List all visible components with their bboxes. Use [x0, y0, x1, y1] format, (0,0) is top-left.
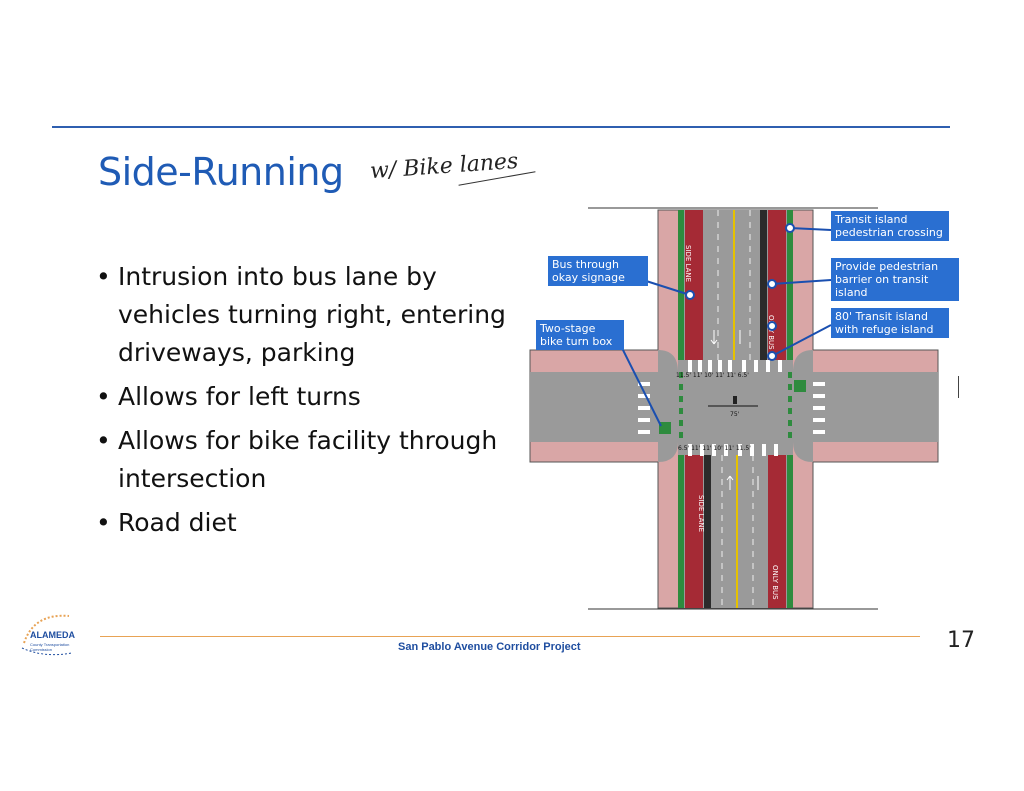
crosswalk-south [688, 444, 778, 456]
logo-wordmark: ALAMEDA [30, 630, 75, 640]
callout-pedestrian-barrier: Provide pedestrian barrier on transit is… [831, 258, 959, 301]
crosswalk-north [688, 360, 782, 372]
lane-widths-top: 11.5' 11' 10' 11' 11' 6.5' [676, 372, 749, 379]
pavement-text-right-bottom: ONLY BUS [771, 565, 779, 600]
intersection-diagram: 75' 11.5' 11' 10' 11' 11' 6.5' 6.5' 11' … [528, 200, 960, 615]
corner-sw [658, 442, 678, 462]
leader-bus-through [642, 279, 691, 296]
pavement-text-right-top: ONLY BUS [767, 315, 775, 350]
bullet-item: Road diet [96, 504, 526, 542]
logo-subtitle: County Transportation Commission [30, 642, 70, 652]
slide-title: Side-Running [98, 150, 344, 194]
lane-widths-bottom: 6.5' 11' 11' 10' 11' 11.5' [678, 445, 751, 452]
alameda-logo-icon [21, 614, 73, 656]
bullet-item: Allows for bike facility through interse… [96, 422, 526, 498]
bus-lane-se [768, 455, 786, 608]
bike-lane-sw [678, 455, 684, 608]
top-rule [52, 126, 950, 128]
signal-head [733, 396, 737, 404]
bullet-item: Intrusion into bus lane by vehicles turn… [96, 258, 526, 372]
callout-dot-3 [767, 279, 777, 289]
callout-two-stage: Two-stage bike turn box [536, 320, 624, 350]
corner-ne [793, 350, 813, 372]
leader-transit-island [771, 324, 832, 357]
bike-box-east [794, 380, 806, 392]
dimension-label: 75' [730, 411, 740, 418]
intersection-svg: 75' 11.5' 11' 10' 11' 11' 6.5' 6.5' 11' … [529, 207, 939, 610]
bus-lane-nw [685, 210, 703, 360]
crosswalk-east [813, 382, 825, 434]
page-number: 17 [947, 628, 975, 653]
turn-arrow-1 [710, 330, 718, 345]
footer-rule [100, 636, 920, 637]
bullet-list: Intrusion into bus lane by vehicles turn… [96, 258, 526, 548]
transit-island-ne [760, 210, 767, 360]
bike-lane-nw [678, 210, 684, 360]
callout-transit-island: 80' Transit island with refuge island [831, 308, 949, 338]
bullet-item: Allows for left turns [96, 378, 526, 416]
pavement-text-left-top: SIDE LANE [684, 245, 692, 282]
callout-transit-crossing: Transit island pedestrian crossing [831, 211, 949, 241]
leader-two-stage [617, 339, 662, 427]
leader-ped-barrier [771, 279, 832, 285]
callout-dot-4 [767, 321, 777, 331]
footer-project-name: San Pablo Avenue Corridor Project [398, 641, 581, 653]
callout-dot-2 [685, 290, 695, 300]
bike-box-west [659, 422, 671, 434]
pavement-text-left-bottom: SIDE LANE [697, 495, 705, 532]
callout-bus-through: Bus through okay signage [548, 256, 648, 286]
transit-island-sw [704, 455, 711, 608]
callout-dot-5 [767, 351, 777, 361]
callout-dot-1 [785, 223, 795, 233]
bike-lane-se [787, 455, 793, 608]
crosswalk-west [638, 382, 650, 434]
corner-nw [658, 350, 678, 372]
bike-lane-ne [787, 210, 793, 360]
bus-lane-sw [685, 455, 703, 608]
through-arrow-2 [726, 475, 734, 490]
stray-mark [958, 376, 959, 398]
leader-transit-crossing [789, 227, 832, 231]
corner-se [793, 442, 813, 462]
